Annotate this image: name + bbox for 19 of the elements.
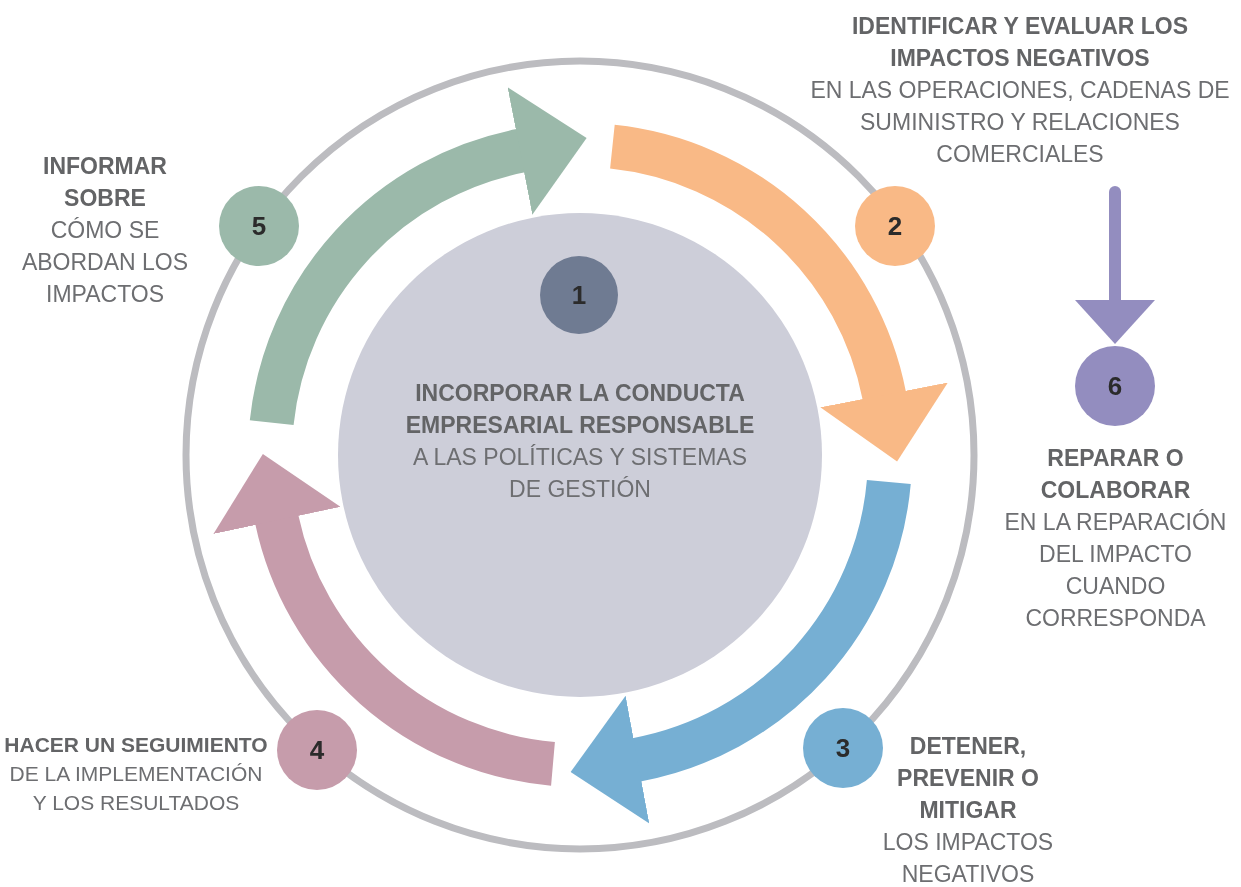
- step-heading: IDENTIFICAR Y EVALUAR LOS IMPACTOS NEGATIVOS: [850, 12, 1190, 73]
- step-number-circle: 5: [219, 186, 299, 266]
- step-number-circle: 6: [1075, 346, 1155, 426]
- center-heading: INCORPORAR LA CONDUCTA EMPRESARIAL RESPONSABLE: [404, 379, 756, 440]
- step-description: EN LAS OPERACIONES, CADENAS DE SUMINISTRO Y RELACIONES COMERCIALES: [809, 76, 1231, 169]
- step-number-circle: 2: [855, 186, 935, 266]
- step-heading: REPARAR O COLABORAR: [1039, 444, 1192, 505]
- step-description: CÓMO SE ABORDAN LOS IMPACTOS: [20, 216, 190, 309]
- step-heading: HACER UN SEGUIMIENTO: [3, 732, 269, 758]
- step-number-circle: 3: [803, 708, 883, 788]
- step-heading: INFORMAR SOBRE: [42, 152, 168, 213]
- arrow: [1075, 186, 1155, 344]
- step-description: DE LA IMPLEMENTACIÓN Y LOS RESULTADOS: [8, 761, 264, 816]
- center-description: A LAS POLÍTICAS Y SISTEMAS DE GESTIÓN: [411, 443, 749, 504]
- step-heading: DETENER, PREVENIR O MITIGAR: [896, 732, 1040, 825]
- step-number-circle: 4: [277, 710, 357, 790]
- step-number-circle: 1: [540, 256, 618, 334]
- step-description: EN LA REPARACIÓN DEL IMPACTO CUANDO CORRESPONDA: [1003, 508, 1228, 633]
- step-description: LOS IMPACTOS NEGATIVOS: [881, 828, 1055, 887]
